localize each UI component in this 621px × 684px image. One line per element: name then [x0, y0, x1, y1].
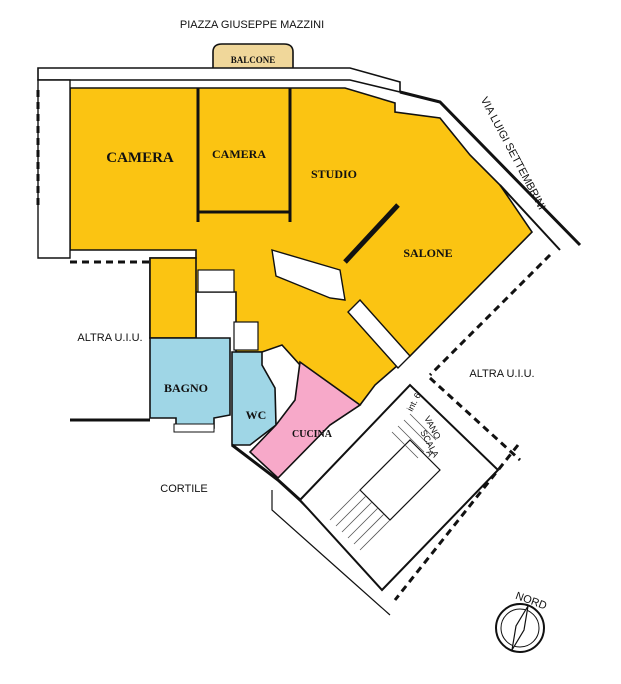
dashed-boundary-right-2 — [428, 376, 522, 462]
label-vano-3: A — [424, 448, 436, 458]
room-label-camera-1: CAMERA — [106, 150, 174, 166]
wc-shaft — [233, 321, 259, 351]
wc-area — [231, 351, 277, 446]
label-cortile: CORTILE — [160, 483, 207, 495]
outer-wall-left — [37, 79, 71, 259]
duct-shaft — [197, 269, 235, 293]
label-altra-right: ALTRA U.I.U. — [469, 368, 534, 380]
stair-core — [359, 439, 441, 521]
street-label-top: PIAZZA GIUSEPPE MAZZINI — [180, 19, 324, 31]
wall-studio-salone — [343, 203, 400, 264]
compass-needle-icon — [511, 605, 529, 651]
room-label-studio: STUDIO — [311, 167, 357, 181]
room-label-camera-2: CAMERA — [212, 147, 266, 161]
closet — [149, 257, 197, 339]
room-label-cucina: CUCINA — [292, 429, 333, 440]
outer-wall-right — [399, 90, 582, 247]
room-label-bagno: BAGNO — [164, 381, 208, 395]
wall-hall-salone — [271, 249, 346, 301]
compass: NORD — [495, 590, 548, 653]
wall-salone-bottom — [347, 298, 411, 370]
label-altra-left: ALTRA U.I.U. — [77, 332, 142, 344]
room-label-balcone: BALCONE — [231, 55, 276, 65]
balcone-area — [212, 43, 294, 71]
bagno-window — [173, 423, 215, 433]
wall-courtyard-outer — [271, 490, 391, 616]
stair-treads — [329, 413, 437, 551]
dashed-boundary-bottom — [393, 444, 520, 601]
room-label-salone: SALONE — [403, 246, 452, 260]
outer-wall-right-2 — [499, 184, 561, 251]
dashed-boundary-right — [428, 253, 552, 377]
cucina-area — [248, 360, 362, 480]
room-label-wc: WC — [246, 408, 267, 422]
